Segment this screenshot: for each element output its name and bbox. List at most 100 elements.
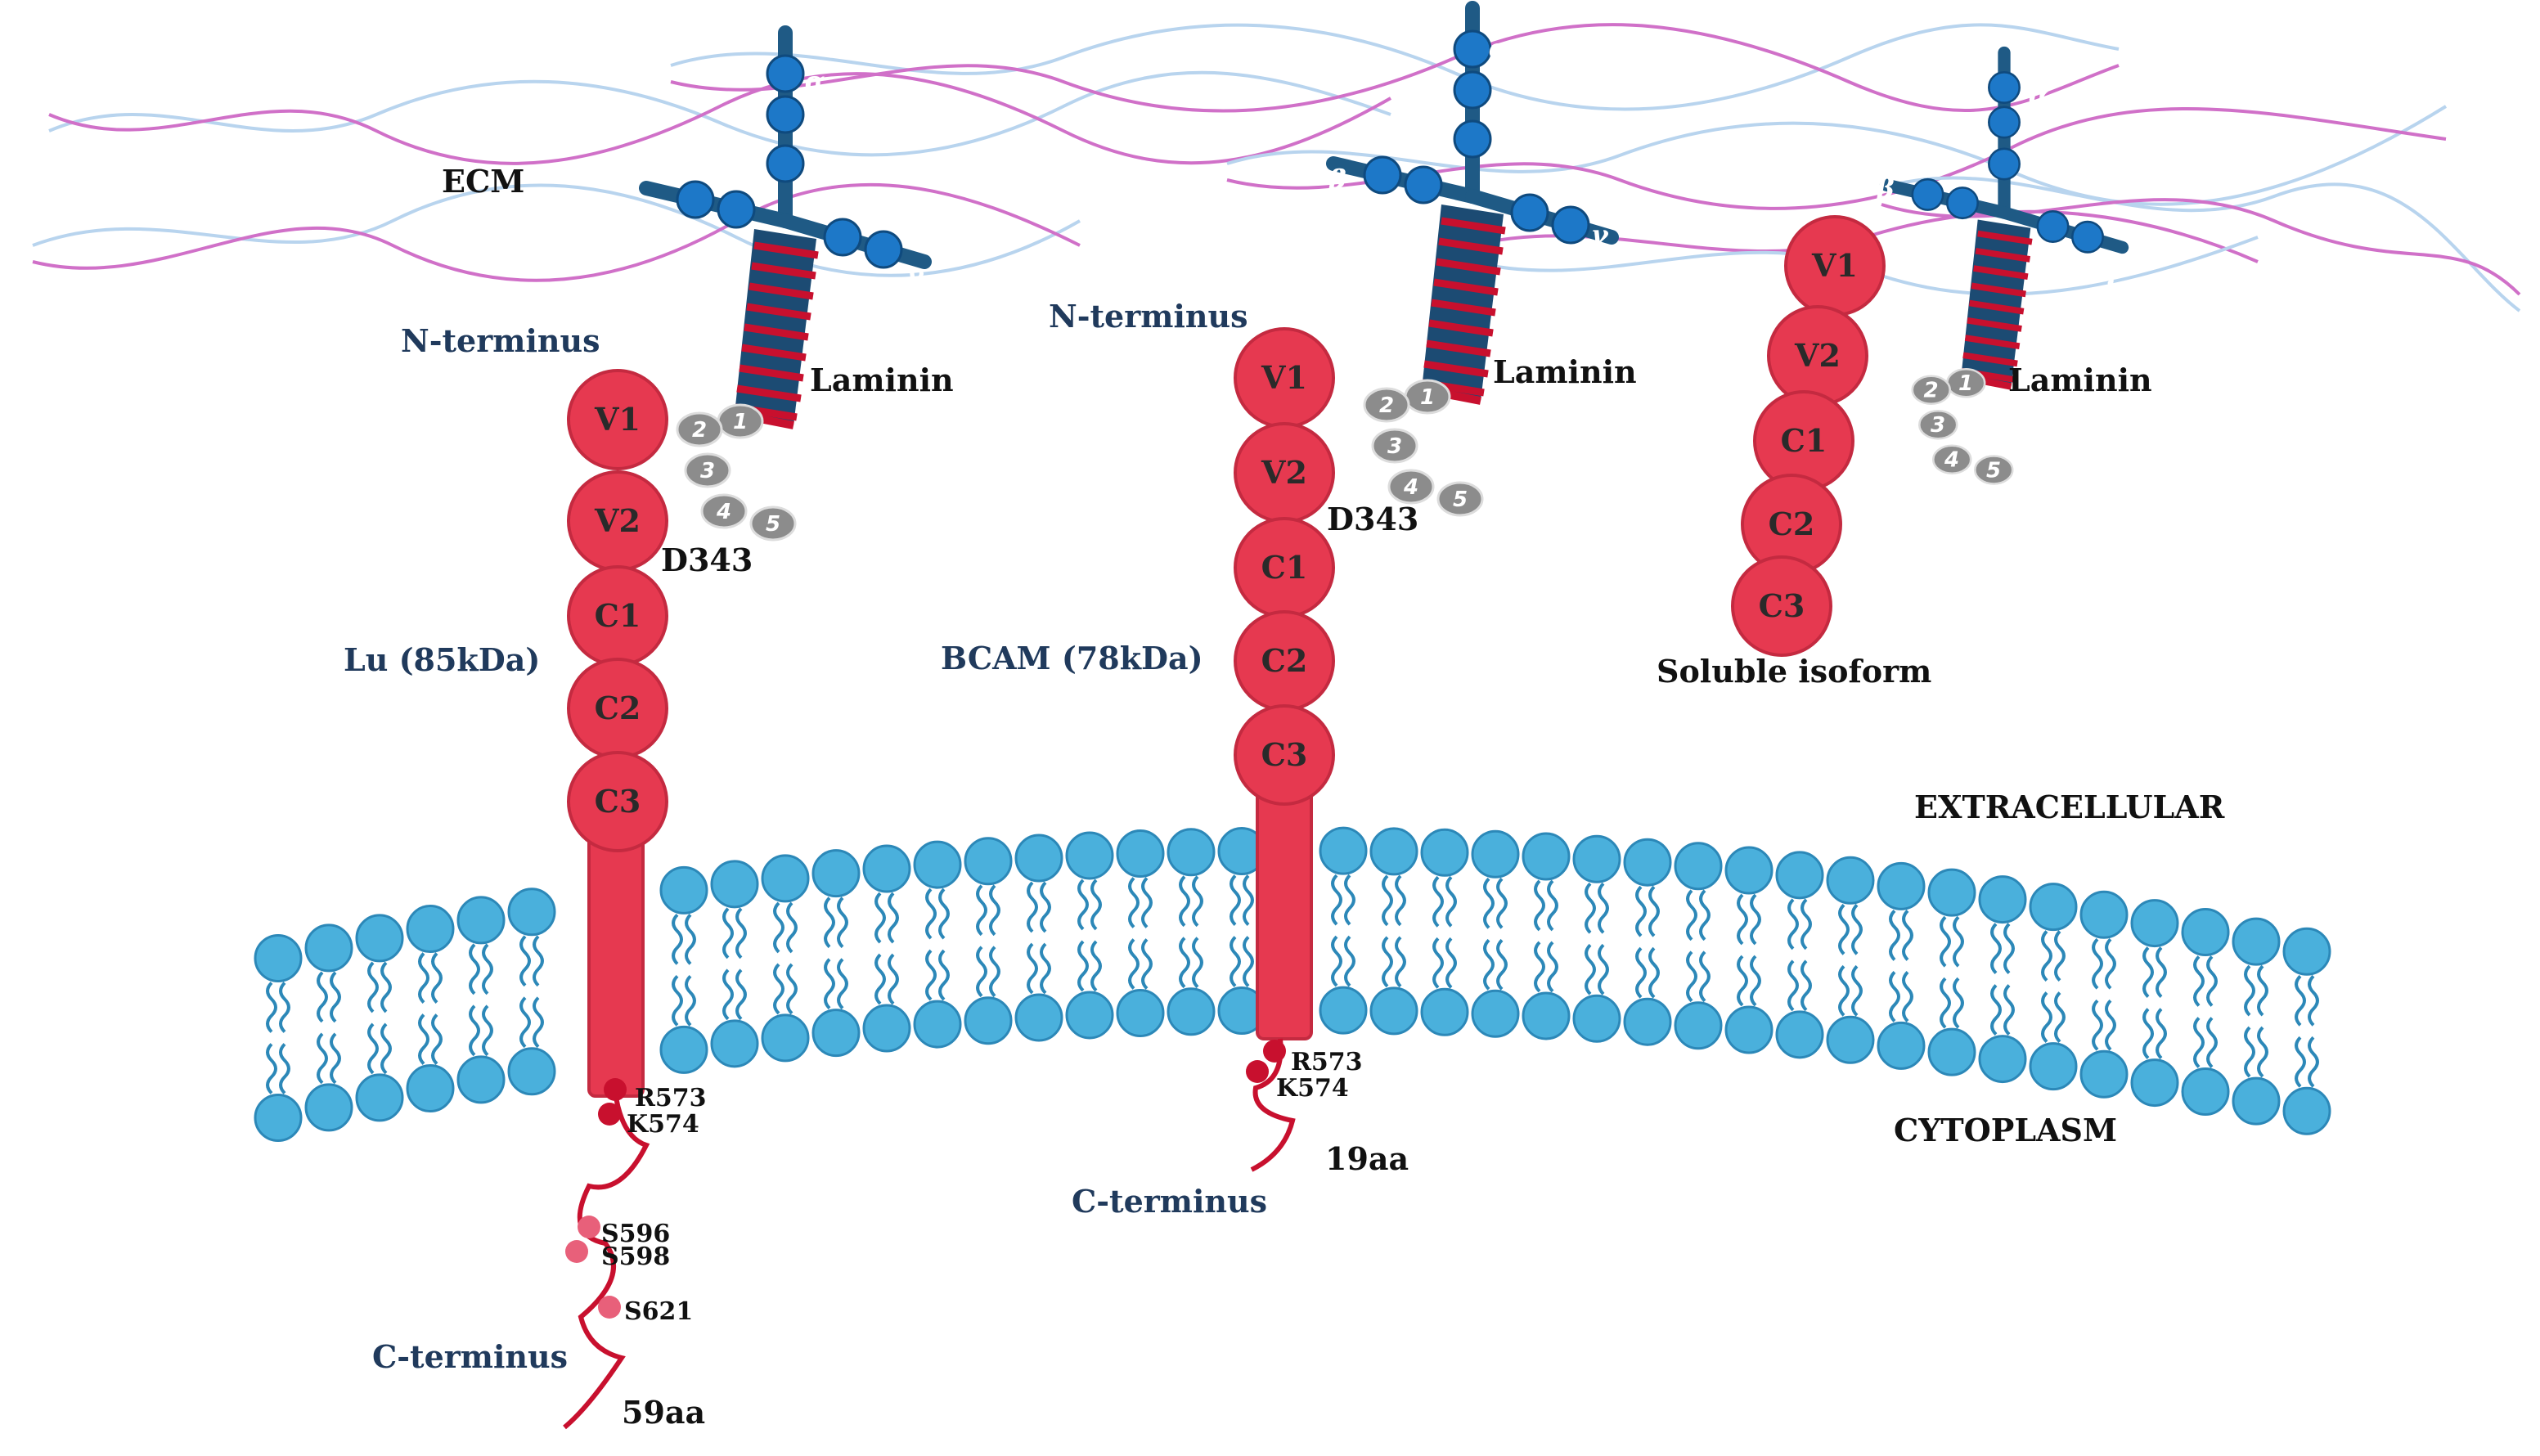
- svg-text:C1: C1: [1781, 422, 1827, 459]
- svg-text:C2: C2: [1769, 506, 1815, 542]
- lipid-outer: [304, 923, 353, 1023]
- lipid-outer: [1978, 874, 2027, 975]
- lu-domain-v2: V2: [567, 470, 668, 572]
- lipid-outer: [811, 848, 861, 949]
- lg-domain-number: 2: [1923, 379, 1938, 403]
- lipid-outer: [1369, 826, 1418, 927]
- r573-label: R573: [635, 1084, 707, 1112]
- lg-domain-number: 5: [766, 512, 780, 537]
- svg-text:C1: C1: [1261, 549, 1308, 586]
- lipid-inner: [1116, 937, 1165, 1038]
- n-terminus-label: N-terminus: [401, 322, 600, 359]
- bcam-domain-v1: V1: [1234, 327, 1335, 429]
- soluble-isoform-label: Soluble isoform: [1657, 653, 1931, 690]
- lipid-inner: [2282, 1036, 2331, 1136]
- svg-text:C2: C2: [1261, 642, 1308, 679]
- lipid-outer: [456, 895, 506, 995]
- lg-domain-number: 3: [1931, 413, 1945, 438]
- s596-label: S596: [601, 1220, 670, 1248]
- lu-domain-c3: C3: [567, 751, 668, 852]
- bcam-domain-c2: C2: [1234, 610, 1335, 712]
- lipid-inner: [456, 1004, 506, 1104]
- lipid-inner: [2181, 1016, 2230, 1117]
- r573-site: [1263, 1040, 1286, 1063]
- lipid-inner: [964, 945, 1013, 1045]
- lipid-inner: [2130, 1007, 2179, 1108]
- soluble-domain-v2: V2: [1767, 305, 1868, 407]
- bcam-cytoplasmic-tail: [1250, 1038, 1296, 1172]
- alpha-label: α: [805, 65, 825, 97]
- svg-text:C3: C3: [595, 783, 641, 820]
- k574-site: [598, 1103, 621, 1126]
- lipid-inner: [811, 957, 861, 1058]
- lipid-outer: [1927, 868, 1976, 968]
- lipid-outer: [1420, 828, 1469, 928]
- lu-label: Lu (85kDa): [344, 641, 540, 678]
- svg-text:V1: V1: [594, 401, 641, 438]
- lipid-inner: [507, 995, 556, 1096]
- lipid-inner: [1623, 946, 1672, 1047]
- lipid-outer: [2079, 890, 2129, 991]
- lipid-inner: [2029, 991, 2078, 1091]
- lg-domain-number: 3: [1387, 434, 1402, 459]
- s598-label: S598: [601, 1243, 670, 1271]
- lipid-inner: [1826, 964, 1875, 1065]
- bcam-domain-c3: C3: [1234, 704, 1335, 806]
- lipid-inner: [355, 1022, 404, 1122]
- r573-site: [604, 1078, 627, 1101]
- lipid-inner: [1572, 943, 1621, 1044]
- lg-domain-number: 1: [733, 410, 748, 434]
- k574-site: [1246, 1060, 1269, 1083]
- lipid-inner: [1471, 938, 1520, 1039]
- laminin-chain-labels: α β γ α β γ α β γ: [645, 33, 2123, 290]
- r573-label: R573: [1291, 1048, 1363, 1076]
- lg-domain-number: 2: [1379, 393, 1394, 418]
- gamma-label: γ: [906, 259, 924, 290]
- laminin-middle: [1333, 8, 1612, 517]
- lipid-outer: [2282, 927, 2331, 1027]
- lu-transmembrane: [587, 833, 645, 1098]
- laminin-label: Laminin: [810, 362, 954, 398]
- lipid-outer: [964, 836, 1013, 937]
- lg-domain-number: 5: [1453, 488, 1468, 512]
- lipid-outer: [1724, 845, 1774, 946]
- svg-text:V2: V2: [1261, 454, 1307, 491]
- lipid-outer: [659, 865, 708, 966]
- lu-domain-v1: V1: [567, 369, 668, 470]
- lipid-inner: [1522, 940, 1571, 1040]
- lipid-outer: [1065, 830, 1114, 931]
- lg-domain-number: 5: [1986, 458, 2001, 483]
- ecm-label: ECM: [442, 163, 524, 200]
- alpha-label: α: [1489, 33, 1509, 64]
- lipid-inner: [1319, 935, 1368, 1036]
- lu-domain-c1: C1: [567, 565, 668, 667]
- lipid-inner: [1420, 937, 1469, 1037]
- laminin-label: Laminin: [2008, 362, 2152, 398]
- s596-site: [578, 1216, 600, 1238]
- lipid-inner: [254, 1042, 303, 1143]
- lipid-inner: [1978, 983, 2027, 1084]
- lipid-outer: [1826, 856, 1875, 956]
- lipid-outer: [1116, 829, 1165, 929]
- lipid-outer: [1877, 861, 1926, 962]
- c-terminus-label: C-terminus: [1072, 1183, 1267, 1220]
- gamma-label: γ: [2104, 255, 2123, 286]
- lg-domain-number: 1: [1958, 371, 1973, 396]
- lipid-inner: [1877, 970, 1926, 1071]
- lipid-outer: [1522, 831, 1571, 932]
- svg-text:V2: V2: [594, 502, 641, 539]
- bcam-domain-v2: V2: [1234, 422, 1335, 524]
- lipid-outer: [2029, 882, 2078, 982]
- lipid-outer: [710, 859, 759, 959]
- lipid-inner: [1927, 977, 1976, 1077]
- s621-label: S621: [624, 1297, 693, 1326]
- lipid-inner: [406, 1013, 455, 1113]
- soluble-domain-c1: C1: [1753, 390, 1854, 492]
- lipid-inner: [1674, 950, 1723, 1050]
- n-terminus-label: N-terminus: [1049, 298, 1248, 335]
- svg-text:C3: C3: [1759, 587, 1805, 624]
- d343-label: D343: [1327, 501, 1418, 537]
